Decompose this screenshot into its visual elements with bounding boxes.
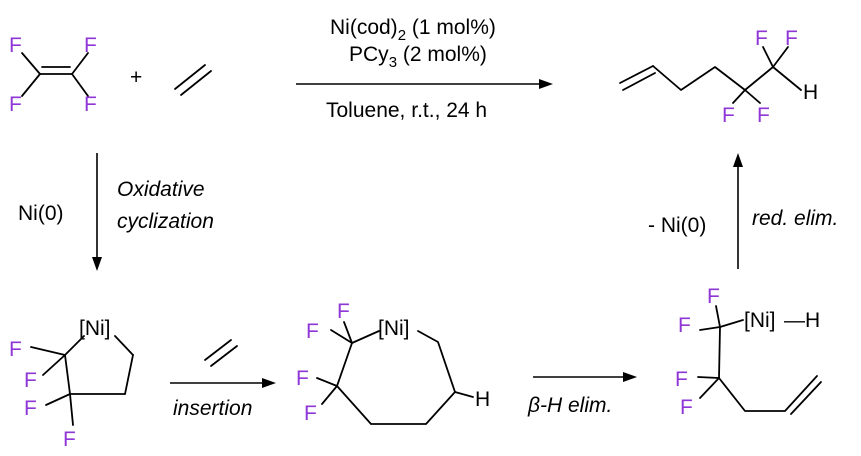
insertion-arrow: [170, 378, 276, 388]
insertion-label: insertion: [173, 397, 252, 420]
nih-f-4: F: [680, 396, 693, 419]
ring7-f-2: F: [306, 320, 319, 343]
solvent-conditions-label: Toluene, r.t., 24 h: [326, 99, 487, 122]
product-f-2: F: [785, 27, 798, 50]
ring7-h: H: [475, 388, 490, 411]
product-f-4: F: [757, 104, 770, 127]
minus-ni0-label: - Ni(0): [648, 214, 706, 237]
top-reaction-arrow: [296, 79, 553, 89]
ring7-f-4: F: [304, 402, 317, 425]
oxidative-label: Oxidative: [117, 178, 205, 201]
tfe-f-bottomleft: F: [9, 93, 22, 116]
nickelacyclopentane: [Ni] F F F F: [9, 317, 134, 451]
oxidative-cyclization-arrow: [92, 153, 102, 271]
ring5-f-2: F: [24, 369, 37, 392]
ni0-label: Ni(0): [18, 202, 64, 225]
nih-f-1: F: [707, 285, 720, 308]
insertion-ethylene: [204, 339, 238, 367]
catalyst-label: Ni(cod)2 (1 mol%): [330, 16, 496, 44]
ligand-label: PCy3 (2 mol%): [349, 43, 487, 71]
red-elim-label: red. elim.: [752, 207, 838, 230]
nickel-hydride-intermediate: [Ni] —H F F F F: [675, 285, 822, 419]
reductive-elimination-arrow: [733, 153, 743, 269]
beta-h-elimination-arrow: [533, 372, 637, 382]
nih-f-2: F: [678, 314, 691, 337]
tfe-f-topright: F: [84, 34, 97, 57]
ring7-f-1: F: [337, 300, 350, 323]
plus-sign: +: [130, 66, 142, 89]
ring5-f-1: F: [9, 338, 22, 361]
ring5-f-4: F: [63, 428, 76, 451]
product-molecule: F F F F H: [619, 27, 818, 127]
ring7-f-3: F: [296, 367, 309, 390]
nickelacycloheptane: [Ni] F F F F H: [296, 300, 490, 425]
product-f-1: F: [755, 27, 768, 50]
ni-center-2: [Ni]: [378, 317, 410, 340]
beta-h-elim-label: β-H elim.: [527, 394, 612, 417]
product-h: H: [803, 81, 818, 104]
tfe-f-topleft: F: [9, 34, 22, 57]
nih-f-3: F: [675, 368, 688, 391]
ni-h-bond: —H: [784, 309, 820, 332]
tfe-f-bottomright: F: [84, 93, 97, 116]
cyclization-label: cyclization: [117, 210, 214, 233]
ring5-f-3: F: [24, 397, 37, 420]
ni-center-3: [Ni]: [744, 309, 776, 332]
product-f-3: F: [722, 104, 735, 127]
ni-center-1: [Ni]: [79, 317, 111, 340]
ethylene: [174, 64, 212, 96]
top-conditions: Ni(cod)2 (1 mol%) PCy3 (2 mol%) Toluene,…: [326, 16, 496, 122]
tetrafluoroethylene: F F F F: [9, 34, 97, 116]
